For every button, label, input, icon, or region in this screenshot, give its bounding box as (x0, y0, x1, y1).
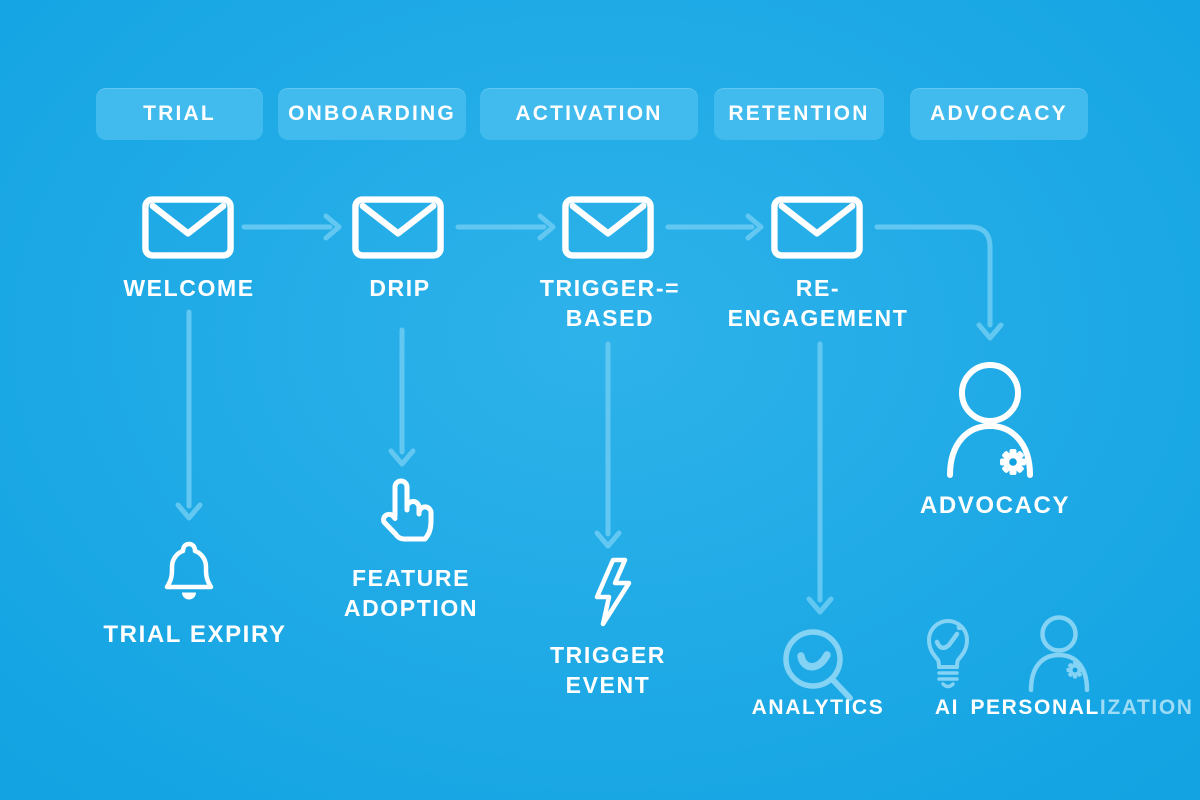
stage-pill-retention: RETENTION (714, 88, 884, 140)
envelope-icon (142, 196, 234, 259)
trigger-based-email-label: TRIGGER-= BASED (539, 275, 681, 331)
stage-label: ADVOCACY (930, 102, 1068, 125)
personalization-label: PERSONALIZATION (970, 696, 1194, 719)
trial-expiry-label: TRIAL EXPIRY (103, 621, 287, 648)
arrow-reengagement-to-analytics (806, 341, 834, 615)
lightbulb-check-icon (927, 619, 969, 689)
arrow-drip-to-feature-adoption (388, 327, 416, 467)
arrow-reengagement-to-advocacy (874, 224, 1004, 341)
drip-email-label: DRIP (369, 275, 431, 301)
lightning-bolt-icon (594, 557, 632, 627)
bell-icon (164, 541, 214, 600)
re-engagement-email-label: RE- ENGAGEMENT (727, 275, 909, 331)
stage-label: TRIAL (143, 102, 216, 125)
arrow-trigger-to-reengagement (665, 213, 764, 241)
gear-icon (1000, 449, 1026, 475)
analytics-label: ANALYTICS (751, 696, 885, 719)
welcome-email-label: WELCOME (123, 275, 255, 301)
stage-label: ONBOARDING (288, 102, 456, 125)
stage-label: RETENTION (728, 102, 870, 125)
person-gear-icon (947, 362, 1033, 478)
tap-hand-icon (381, 478, 434, 542)
feature-adoption-label: FEATURE ADOPTION (343, 565, 479, 621)
arrow-welcome-to-trial-expiry (175, 309, 203, 521)
envelope-icon (352, 196, 444, 259)
trigger-event-label: TRIGGER EVENT (550, 642, 666, 698)
envelope-icon (562, 196, 654, 259)
arrow-trigger-to-trigger-event (594, 341, 622, 549)
person-gear-icon (1028, 615, 1090, 692)
envelope-icon (771, 196, 863, 259)
stage-pill-advocacy: ADVOCACY (910, 88, 1088, 140)
advocacy-label: ADVOCACY (919, 492, 1071, 519)
stage-pill-activation: ACTIVATION (480, 88, 698, 140)
stage-label: ACTIVATION (515, 102, 663, 125)
arrow-drip-to-trigger (455, 213, 556, 241)
stage-pill-onboarding: ONBOARDING (278, 88, 466, 140)
ai-label: AI (934, 696, 960, 719)
magnifier-smile-icon (783, 629, 853, 701)
stage-pill-trial: TRIAL (96, 88, 263, 140)
gear-icon (1066, 661, 1084, 679)
arrow-welcome-to-drip (241, 213, 342, 241)
